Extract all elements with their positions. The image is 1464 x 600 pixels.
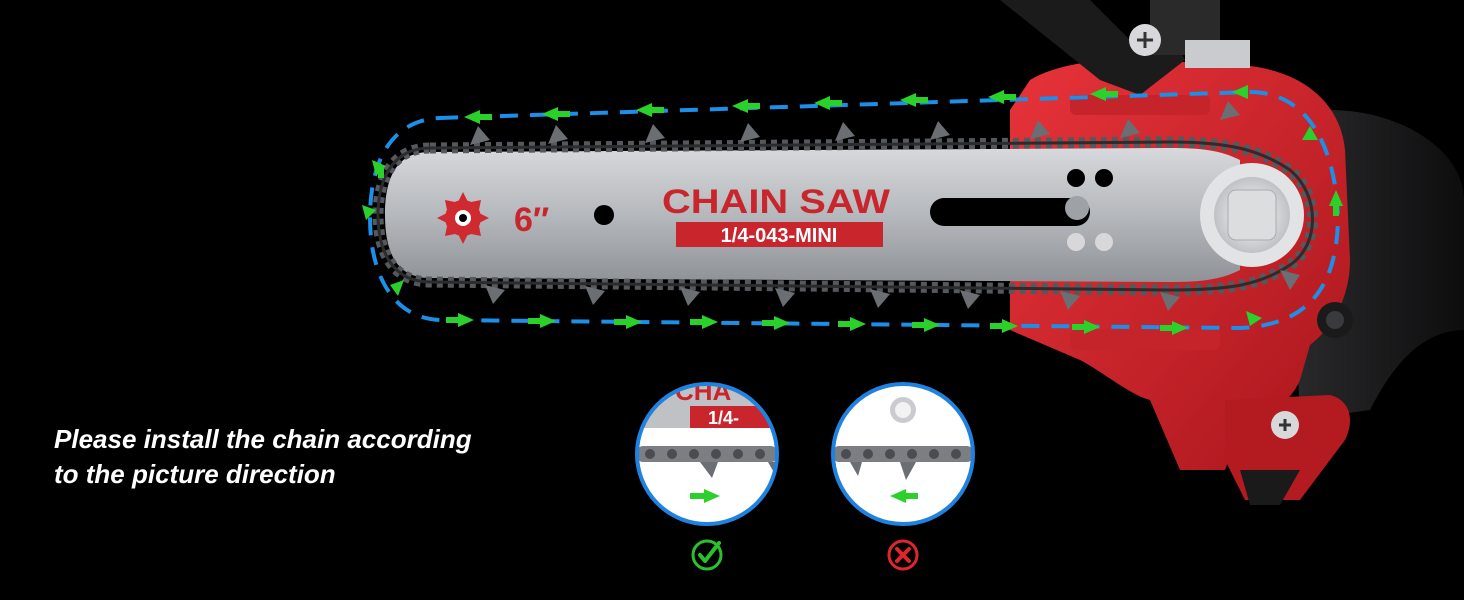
installation-instruction: Please install the chain according to th… xyxy=(54,422,472,492)
bar-size-label: 6″ xyxy=(514,201,549,239)
saw-chain xyxy=(372,101,1318,311)
bar-model-label: 1/4-043-MINI xyxy=(721,225,838,247)
bar-title-label: CHAIN SAW xyxy=(662,183,891,221)
nose-sprocket-icon xyxy=(437,192,489,244)
check-icon xyxy=(691,539,723,571)
zoom-label-top: CHA xyxy=(675,376,732,406)
correct-orientation-zoom: CHA 1/4- xyxy=(635,376,779,526)
cross-icon xyxy=(887,539,919,571)
instruction-line-1: Please install the chain according xyxy=(54,424,472,454)
chain-direction-guide xyxy=(362,85,1343,335)
zoom-label-bottom: 1/4- xyxy=(708,408,739,428)
wrong-orientation-zoom xyxy=(831,382,975,526)
guide-bar: 6″ CHAIN SAW 1/4-043-MINI xyxy=(385,148,1304,282)
bar-model-plate xyxy=(676,222,883,247)
instruction-line-2: to the picture direction xyxy=(54,459,336,489)
